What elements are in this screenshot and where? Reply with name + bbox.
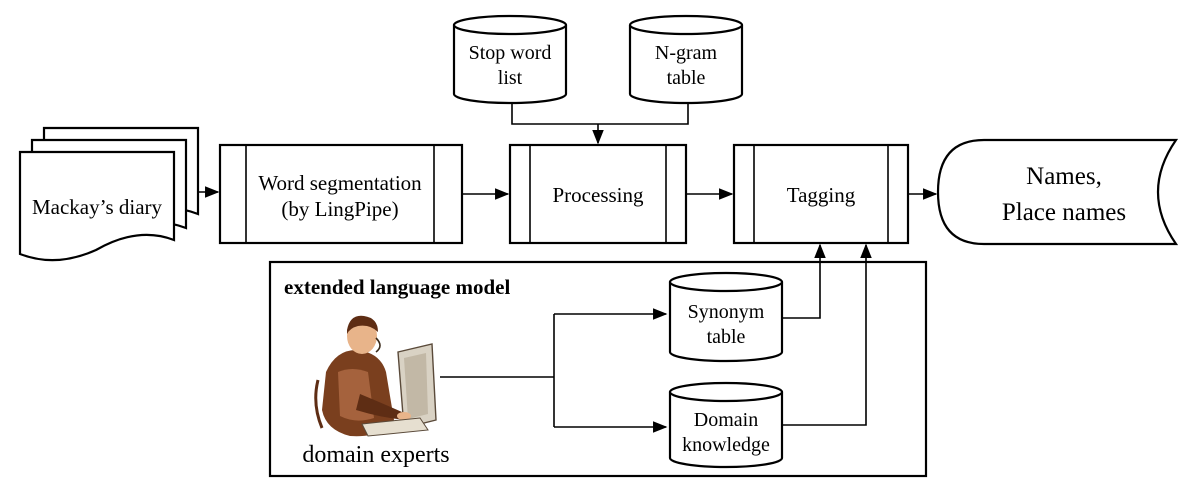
extended-language-model-box: extended language model xyxy=(268,260,928,478)
stop-word-list-database: Stop word list xyxy=(452,14,568,105)
diary-label: Mackay’s diary xyxy=(32,195,163,219)
synonym-table-database: Synonym table xyxy=(668,271,784,363)
output-names-storage: Names, Place names xyxy=(936,138,1179,246)
domain-label-line2: knowledge xyxy=(682,434,770,456)
document-sheet-front xyxy=(18,150,176,262)
synonym-label-line2: table xyxy=(707,326,746,348)
domain-label-line1: Domain xyxy=(694,409,758,431)
segmentation-label-line1: Word segmentation xyxy=(258,171,422,195)
output-label-line2: Place names xyxy=(1002,199,1126,226)
tagging-label: Tagging xyxy=(787,183,856,207)
diary-document-stack: Mackay’s diary xyxy=(18,126,200,262)
processing-label: Processing xyxy=(553,183,644,207)
ngram-label-line2: table xyxy=(667,67,706,89)
domain-experts-label: domain experts xyxy=(302,442,449,468)
ngram-table-database: N-gram table xyxy=(628,14,744,105)
segmentation-label-line2: (by LingPipe) xyxy=(281,197,398,221)
stop-word-label-line2: list xyxy=(498,67,523,89)
model-databases-to-tagging-connector xyxy=(782,243,872,426)
output-label-line1: Names, xyxy=(1026,163,1102,190)
tagging-box: Tagging xyxy=(732,143,910,245)
person-at-computer-icon xyxy=(314,315,437,437)
processing-box: Processing xyxy=(508,143,688,245)
ngram-label-line1: N-gram xyxy=(655,42,718,64)
stop-word-label-line1: Stop word xyxy=(469,42,552,64)
databases-to-processing-connector xyxy=(511,104,689,145)
synonym-label-line1: Synonym xyxy=(688,301,765,323)
model-box-title: extended language model xyxy=(284,275,511,299)
domain-knowledge-database: Domain knowledge xyxy=(668,381,784,469)
experts-to-databases-connector xyxy=(440,308,668,433)
word-segmentation-box: Word segmentation (by LingPipe) xyxy=(218,143,464,245)
